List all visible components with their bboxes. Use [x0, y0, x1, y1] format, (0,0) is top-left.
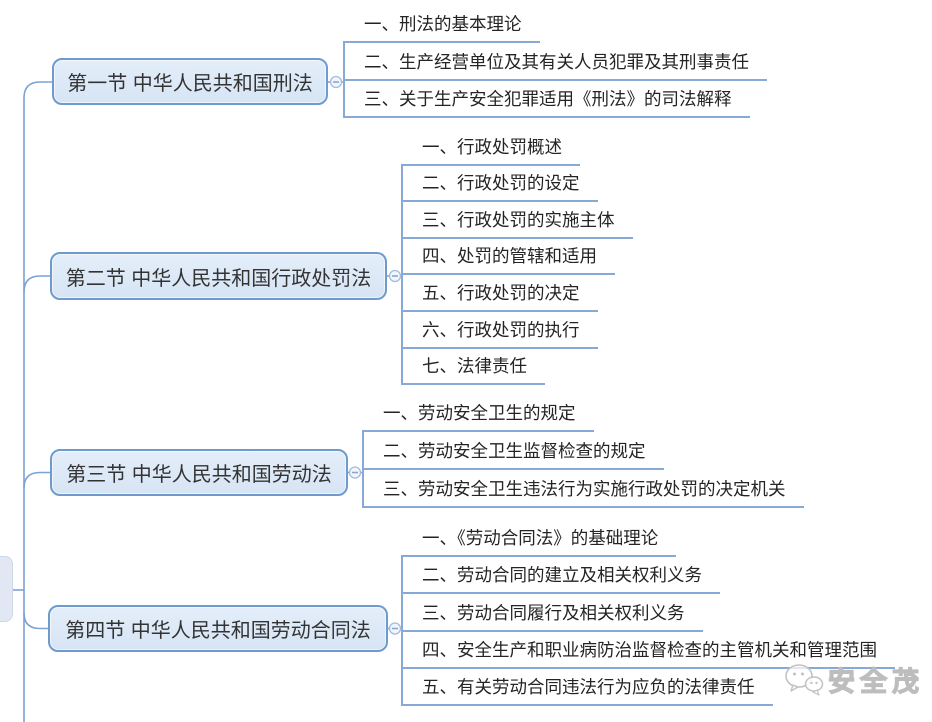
subtopic[interactable]: 二、生产经营单位及其有关人员犯罪及其刑事责任: [343, 43, 767, 81]
branch3-elbow: [23, 471, 50, 489]
subtopic[interactable]: 六、行政处罚的执行: [401, 312, 598, 349]
topic-label: 第二节 中华人民共和国行政处罚法: [65, 267, 372, 290]
topic-node-section3[interactable]: 第三节 中华人民共和国劳动法: [50, 449, 348, 496]
subtopic[interactable]: 四、处罚的管辖和适用: [401, 239, 615, 276]
wechat-icon: [785, 663, 824, 696]
subtopic[interactable]: 三、行政处罚的实施主体: [401, 202, 633, 239]
watermark-text: 安全茂: [827, 666, 924, 697]
topic-node-section1[interactable]: 第一节 中华人民共和国刑法: [52, 58, 328, 105]
collapse-button-branch4[interactable]: [388, 622, 402, 635]
subtopic[interactable]: 三、关于生产安全犯罪适用《刑法》的司法解释: [343, 81, 750, 118]
subtopic[interactable]: 三、劳动合同履行及相关权利义务: [401, 594, 703, 632]
root-topic-node[interactable]: [0, 556, 13, 622]
collapse-button-branch1[interactable]: [329, 75, 343, 89]
branch4-elbow: [23, 612, 48, 630]
branch2-elbow: [23, 275, 50, 293]
trunk-line: [23, 81, 52, 722]
subtopic[interactable]: 三、劳动安全卫生违法行为实施行政处罚的决定机关: [362, 470, 804, 508]
subtopic[interactable]: 一、劳动安全卫生的规定: [362, 394, 594, 432]
section1-subtopics: 一、刑法的基本理论 二、生产经营单位及其有关人员犯罪及其刑事责任 三、关于生产安…: [343, 6, 767, 118]
subtopic[interactable]: 七、法律责任: [401, 349, 545, 386]
subtopic[interactable]: 五、行政处罚的决定: [401, 275, 598, 312]
topic-label: 第四节 中华人民共和国劳动合同法: [65, 620, 371, 642]
collapse-button-branch3[interactable]: [348, 466, 362, 479]
subtopic[interactable]: 二、行政处罚的设定: [401, 166, 598, 203]
section3-subtopics: 一、劳动安全卫生的规定 二、劳动安全卫生监督检查的规定 三、劳动安全卫生违法行为…: [362, 394, 804, 508]
topic-label: 第一节 中华人民共和国刑法: [67, 73, 313, 95]
subtopic[interactable]: 一、《劳动合同法》的基础理论: [401, 520, 677, 558]
subtopic[interactable]: 四、安全生产和职业病防治监督检查的主管机关和管理范围: [401, 632, 895, 669]
topic-node-section4[interactable]: 第四节 中华人民共和国劳动合同法: [48, 605, 388, 652]
watermark: 安全茂: [784, 660, 924, 699]
topic-label: 第三节 中华人民共和国劳动法: [66, 464, 332, 486]
collapse-button-branch2[interactable]: [388, 269, 402, 283]
section2-subtopics: 一、行政处罚概述 二、行政处罚的设定 三、行政处罚的实施主体 四、处罚的管辖和适…: [401, 129, 633, 386]
subtopic[interactable]: 五、有关劳动合同违法行为应负的法律责任: [401, 669, 773, 706]
section4-subtopics: 一、《劳动合同法》的基础理论 二、劳动合同的建立及相关权利义务 三、劳动合同履行…: [401, 520, 895, 706]
subtopic[interactable]: 二、劳动安全卫生监督检查的规定: [362, 432, 664, 470]
subtopic[interactable]: 一、行政处罚概述: [401, 129, 580, 166]
subtopic[interactable]: 一、刑法的基本理论: [343, 6, 540, 44]
topic-node-section2[interactable]: 第二节 中华人民共和国行政处罚法: [50, 252, 387, 300]
subtopic[interactable]: 二、劳动合同的建立及相关权利义务: [401, 557, 720, 595]
